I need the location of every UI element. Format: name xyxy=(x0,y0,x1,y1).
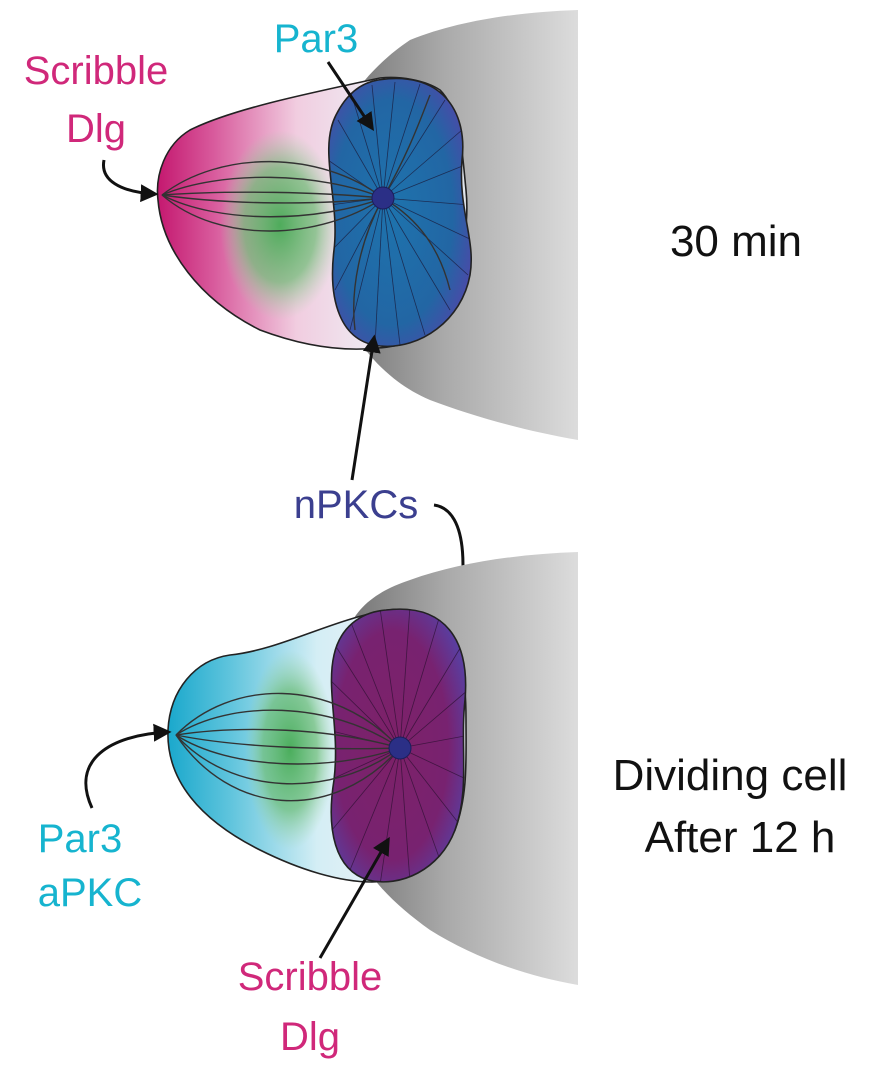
bottom-time-line2: After 12 h xyxy=(645,813,836,862)
bottom-par3-line1: Par3 xyxy=(38,817,123,861)
top-blue-cortex xyxy=(327,77,472,348)
bottom-spindle-fibers xyxy=(175,692,401,802)
bottom-time-line1: Dividing cell xyxy=(613,751,848,800)
centrosome-icon xyxy=(388,736,412,760)
top-scribble-line2: Dlg xyxy=(66,107,126,151)
arrow-icon xyxy=(318,836,390,959)
bottom-green-zone xyxy=(245,650,335,850)
top-panel: Scribble Dlg Par3 30 min xyxy=(24,10,802,481)
bottom-scribble-line2: Dlg xyxy=(280,1015,340,1059)
arrow-icon xyxy=(84,723,172,809)
arrow-icon xyxy=(350,334,381,481)
arrow-icon xyxy=(102,159,159,203)
top-par3-label: Par3 xyxy=(274,17,359,61)
bottom-scribble-line1: Scribble xyxy=(238,955,383,999)
top-scribble-line1: Scribble xyxy=(24,49,169,93)
top-time-label: 30 min xyxy=(670,217,802,266)
centrosome-icon xyxy=(371,186,395,210)
npkc-label: nPKCs xyxy=(294,483,419,527)
arrow-icon xyxy=(326,61,374,131)
bottom-par3-line2: aPKC xyxy=(38,871,143,915)
top-spindle-fibers xyxy=(161,94,451,331)
bottom-panel: Par3 aPKC Scribble Dlg Dividing cell Aft… xyxy=(38,552,848,1059)
